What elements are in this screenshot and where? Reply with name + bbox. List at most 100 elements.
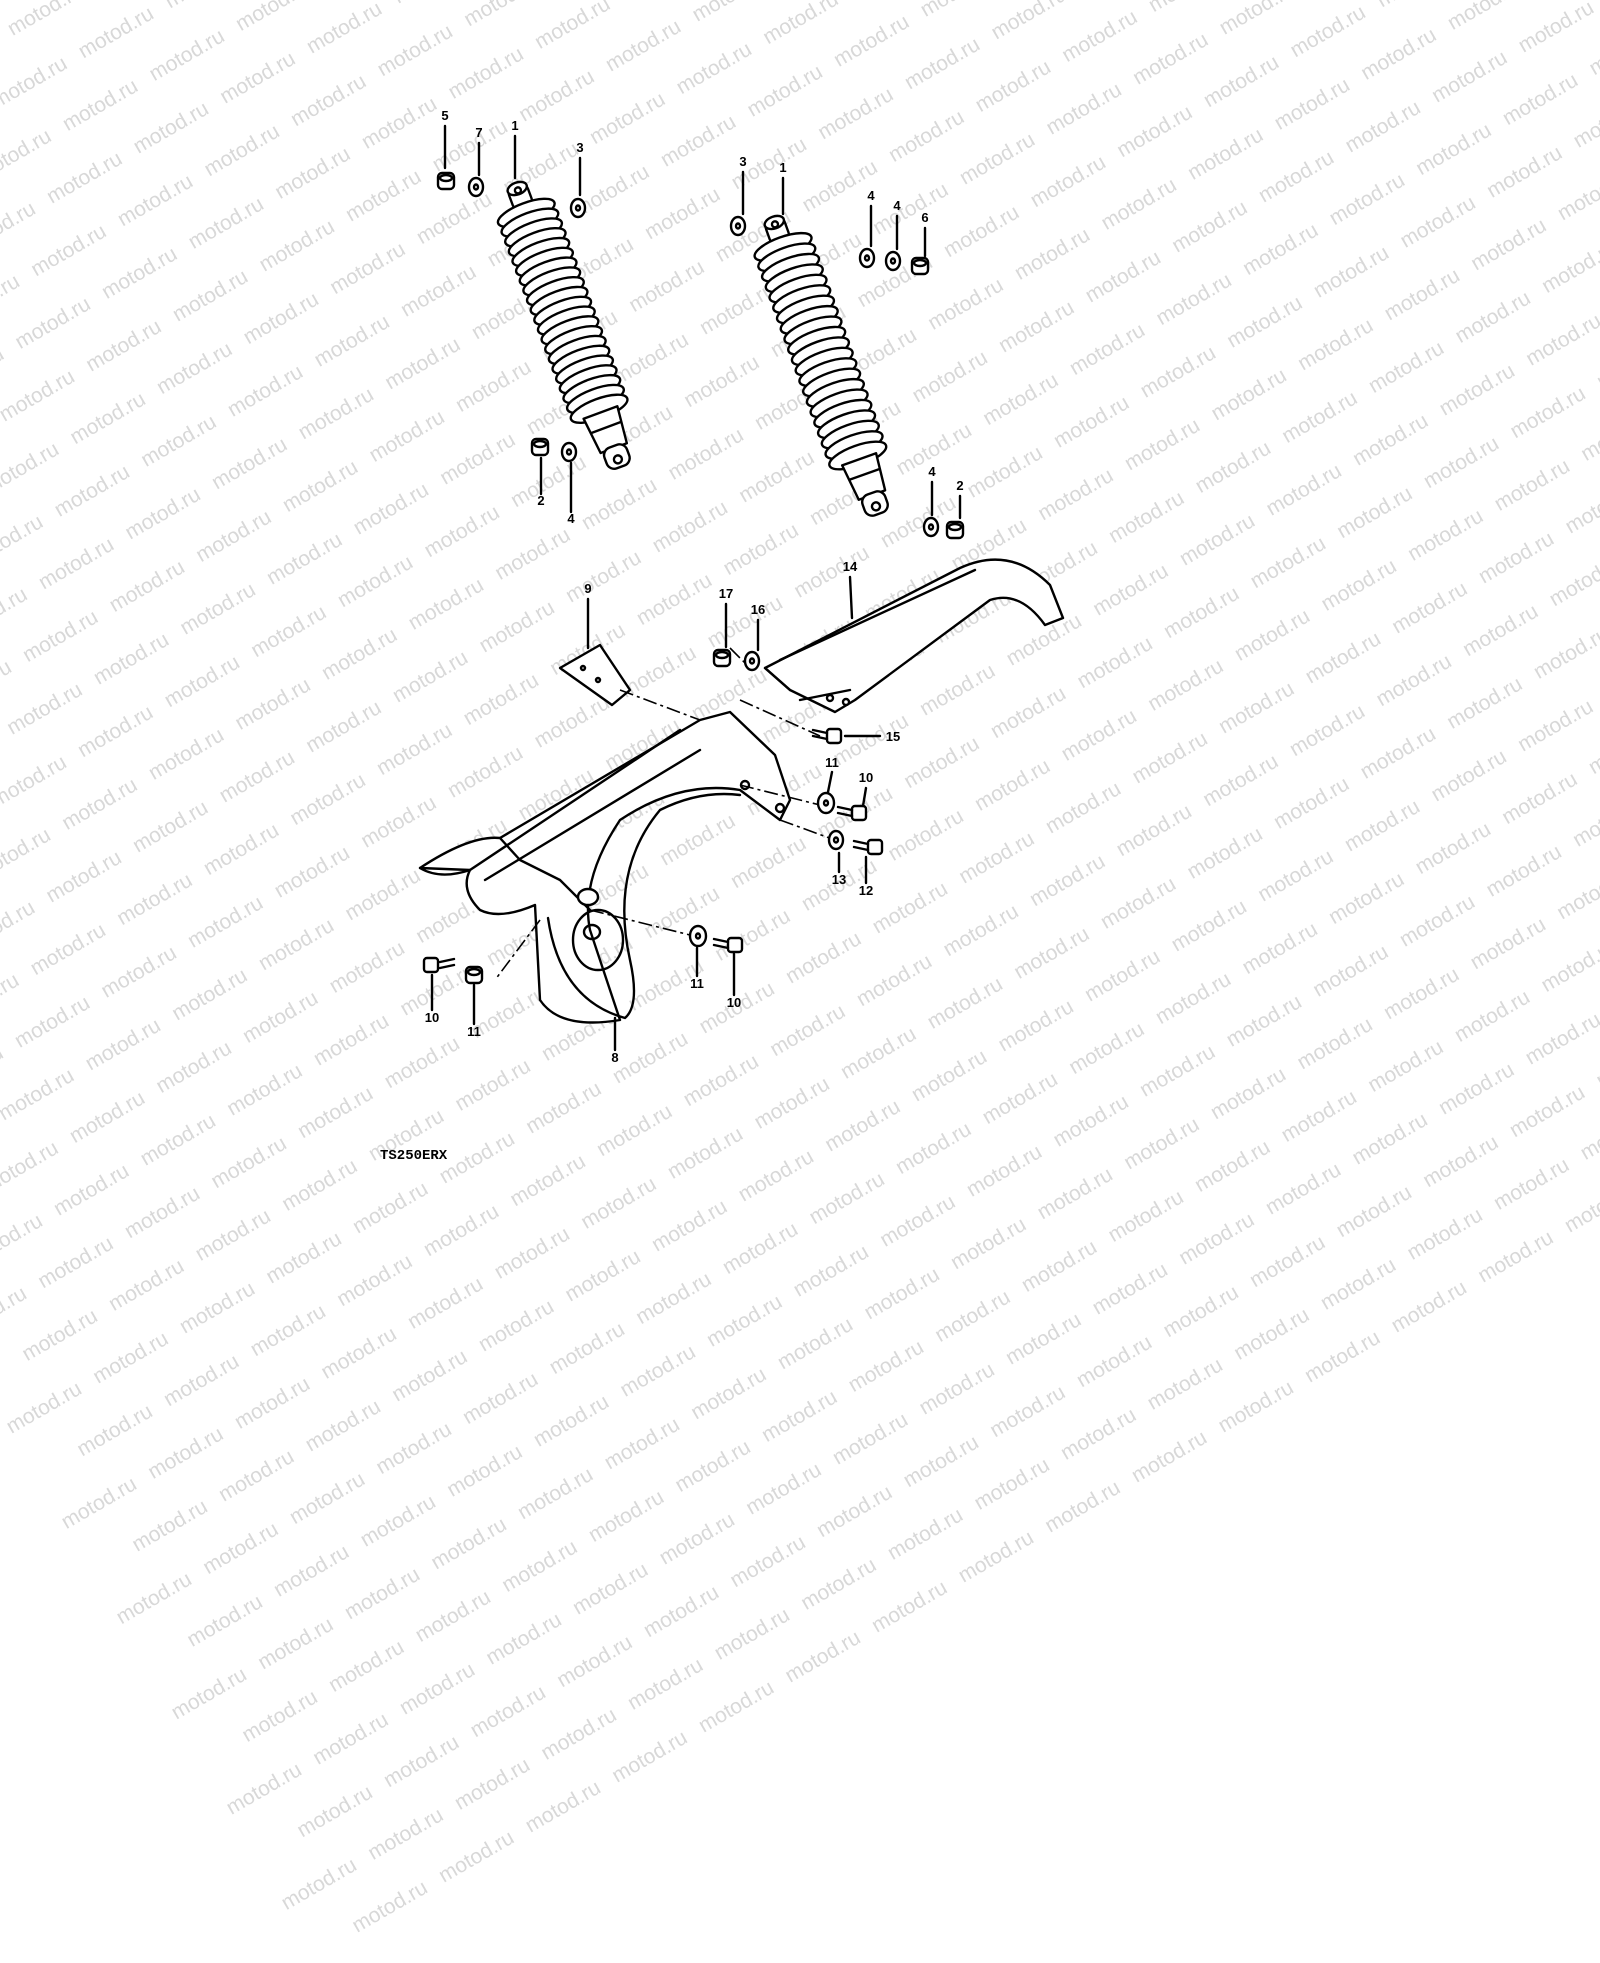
bolt-shank bbox=[838, 807, 852, 816]
watermark-text: motod.ru bbox=[396, 1658, 480, 1720]
watermark-text: motod.ru bbox=[648, 1195, 732, 1257]
watermark-text: motod.ru bbox=[191, 1204, 275, 1266]
watermark-text: motod.ru bbox=[868, 1576, 952, 1638]
watermark-text: motod.ru bbox=[640, 1581, 724, 1643]
watermark-text: motod.ru bbox=[388, 1345, 472, 1407]
watermark-text: motod.ru bbox=[254, 1613, 338, 1675]
callout-leader bbox=[850, 577, 852, 618]
shock-absorber-right bbox=[744, 207, 907, 524]
callout-number: 3 bbox=[739, 154, 746, 169]
watermark-text: motod.ru bbox=[1073, 1331, 1157, 1393]
watermark-text: motod.ru bbox=[931, 1285, 1015, 1347]
watermark-text: motod.ru bbox=[521, 1776, 605, 1838]
bolt-shank bbox=[440, 959, 454, 968]
watermark-text: motod.ru bbox=[860, 1263, 944, 1325]
watermark-text: motod.ru bbox=[774, 1313, 858, 1375]
watermark-text: motod.ru bbox=[176, 1277, 260, 1339]
watermark-text: motod.ru bbox=[569, 1558, 653, 1620]
watermark-text: motod.ru bbox=[73, 1400, 157, 1462]
watermark-text: motod.ru bbox=[34, 1232, 118, 1294]
watermark-text: motod.ru bbox=[451, 1753, 535, 1815]
watermark-text: motod.ru bbox=[105, 1254, 189, 1316]
callout-number: 6 bbox=[921, 210, 928, 225]
watermark-text: motod.ru bbox=[420, 1200, 504, 1262]
watermark-text: motod.ru bbox=[466, 1681, 550, 1743]
watermark-text: motod.ru bbox=[112, 1568, 196, 1630]
callout-number: 15 bbox=[886, 729, 900, 744]
watermark-text: motod.ru bbox=[333, 1250, 417, 1312]
callout-number: 10 bbox=[859, 770, 873, 785]
washer bbox=[829, 831, 843, 849]
watermark-text: motod.ru bbox=[632, 1268, 716, 1330]
watermark-text: motod.ru bbox=[1246, 1231, 1330, 1293]
watermark-text: motod.ru bbox=[947, 1213, 1031, 1275]
watermark-text: motod.ru bbox=[530, 1390, 614, 1452]
callout-number: 13 bbox=[832, 872, 846, 887]
watermark-text: motod.ru bbox=[183, 1590, 267, 1652]
callout-number: 10 bbox=[727, 995, 741, 1010]
watermark-text: motod.ru bbox=[128, 1495, 212, 1557]
watermark-text: motod.ru bbox=[954, 1526, 1038, 1588]
watermark-text: motod.ru bbox=[246, 1300, 330, 1362]
callout-number: 4 bbox=[867, 188, 875, 203]
watermark-text: motod.ru bbox=[372, 1418, 456, 1480]
watermark-text: motod.ru bbox=[844, 1335, 928, 1397]
watermark-text: motod.ru bbox=[459, 1368, 543, 1430]
watermark-text: motod.ru bbox=[57, 1472, 141, 1534]
watermark-text: motod.ru bbox=[726, 1531, 810, 1593]
watermark-text: motod.ru bbox=[1317, 1253, 1401, 1315]
watermark-text: motod.ru bbox=[671, 1435, 755, 1497]
watermark-text: motod.ru bbox=[710, 1603, 794, 1665]
callout-number: 10 bbox=[425, 1010, 439, 1025]
watermark-text: motod.ru bbox=[404, 1272, 488, 1334]
callout-number: 17 bbox=[719, 586, 733, 601]
watermark-text: motod.ru bbox=[277, 1853, 361, 1915]
watermark-text: motod.ru bbox=[144, 1422, 228, 1484]
watermark-text: motod.ru bbox=[1002, 1308, 1086, 1370]
washer bbox=[924, 518, 938, 536]
watermark-text: motod.ru bbox=[703, 1290, 787, 1352]
callout-leader bbox=[828, 772, 832, 792]
bolt-head bbox=[868, 840, 882, 854]
washer bbox=[818, 793, 834, 813]
watermark-text: motod.ru bbox=[970, 1453, 1054, 1515]
watermark-text: motod.ru bbox=[1474, 1226, 1558, 1288]
watermark-text: motod.ru bbox=[1159, 1281, 1243, 1343]
watermark-text: motod.ru bbox=[758, 1385, 842, 1447]
watermark-text: motod.ru bbox=[1175, 1208, 1259, 1270]
watermark-text: motod.ru bbox=[695, 1676, 779, 1738]
bolt-shank bbox=[854, 841, 868, 850]
watermark-text: motod.ru bbox=[2, 1377, 86, 1439]
callout-number: 11 bbox=[690, 976, 704, 991]
watermark-text: motod.ru bbox=[616, 1340, 700, 1402]
callout-number: 14 bbox=[843, 559, 858, 574]
callout-number: 9 bbox=[584, 581, 591, 596]
callout-number: 3 bbox=[576, 140, 583, 155]
watermark-text: motod.ru bbox=[0, 1282, 31, 1344]
watermark-text: motod.ru bbox=[719, 1218, 803, 1280]
callout-number: 1 bbox=[511, 118, 518, 133]
callout-number: 2 bbox=[537, 493, 544, 508]
washer bbox=[562, 443, 576, 461]
watermark-text: motod.ru bbox=[1057, 1403, 1141, 1465]
watermark-text: motod.ru bbox=[293, 1781, 377, 1843]
callout-number: 4 bbox=[928, 464, 936, 479]
watermark-text: motod.ru bbox=[490, 1222, 574, 1284]
bolt-head bbox=[852, 806, 866, 820]
callout-number: 4 bbox=[567, 511, 575, 526]
watermark-text: motod.ru bbox=[1143, 1353, 1227, 1415]
callout-number: 4 bbox=[893, 198, 901, 213]
washer bbox=[469, 178, 483, 196]
watermark-text: motod.ru bbox=[884, 1503, 968, 1565]
shock-absorber-left bbox=[487, 172, 649, 477]
watermark-text: motod.ru bbox=[427, 1513, 511, 1575]
watermark-text: motod.ru bbox=[1230, 1303, 1314, 1365]
watermark-text: motod.ru bbox=[1088, 1258, 1172, 1320]
watermark-text: motod.ru bbox=[624, 1653, 708, 1715]
watermark-text: motod.ru bbox=[231, 1372, 315, 1434]
watermark-text: motod.ru bbox=[482, 1608, 566, 1670]
watermark-text: motod.ru bbox=[270, 1540, 354, 1602]
watermark-text: motod.ru bbox=[317, 1322, 401, 1384]
watermark-text: motod.ru bbox=[167, 1663, 251, 1725]
